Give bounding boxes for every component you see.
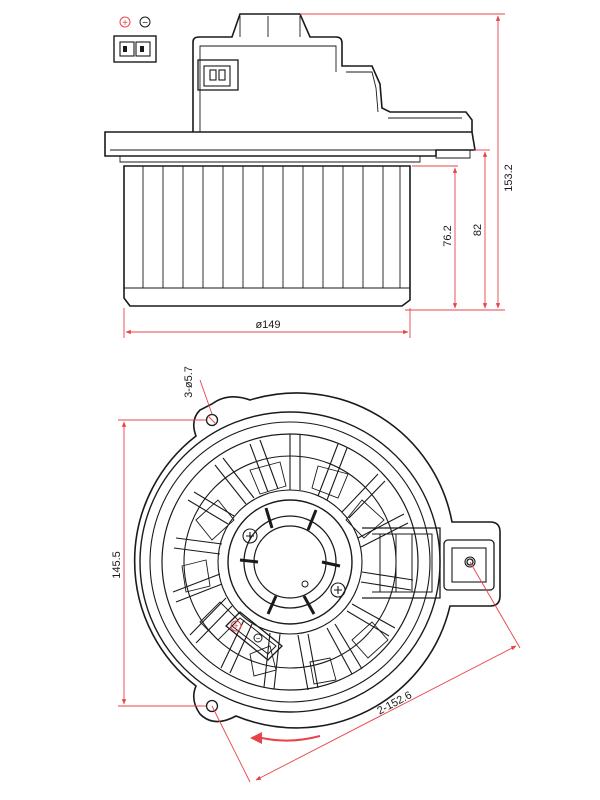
rotation-arrow — [250, 732, 321, 744]
dimension-lines-bottom — [118, 379, 521, 783]
dim-height-82: 82 — [472, 224, 484, 236]
dim-diameter: ø149 — [255, 319, 280, 331]
fan-spokes — [172, 434, 414, 691]
mounting-holes — [205, 413, 474, 713]
mounting-flange — [104, 131, 476, 163]
plus-mark: + — [122, 18, 128, 29]
dim-bottom-height: 145.5 — [111, 551, 123, 579]
housing-connector — [197, 59, 239, 91]
side-bracket — [362, 527, 495, 599]
dim-height-total: 153.2 — [503, 164, 515, 192]
side-view: + − 153.2 82 76.2 ø149 — [104, 13, 515, 338]
fan-wheel-side — [123, 165, 411, 307]
dim-holes: 3-ø5.7 — [183, 366, 195, 398]
polarity-connector-icon: + − — [113, 16, 157, 63]
bottom-view: + − — [111, 366, 521, 783]
flange-outline — [133, 392, 501, 729]
motor-hub — [227, 499, 353, 625]
minus-mark: − — [142, 18, 148, 29]
bottom-plus-mark: + — [233, 621, 238, 631]
dim-height-76: 76.2 — [442, 225, 454, 246]
dimension-lines-side — [123, 13, 505, 338]
motor-housing — [192, 13, 473, 132]
bottom-minus-mark: − — [256, 634, 261, 643]
